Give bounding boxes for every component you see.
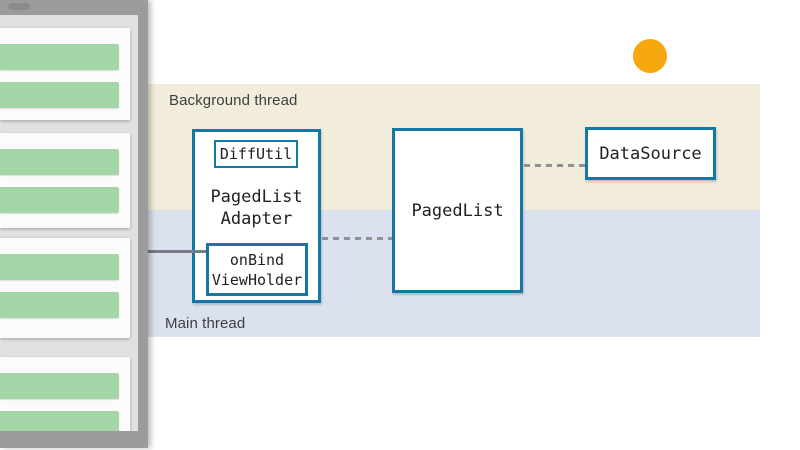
background-thread-label: Background thread (169, 92, 298, 109)
list-item-bar (0, 254, 119, 280)
orange-dot (633, 39, 667, 73)
phone-to-adapter-connector (146, 250, 206, 253)
list-item-bar (0, 44, 119, 70)
paged-list-adapter-title: PagedList Adapter (195, 186, 318, 230)
phone-screen (0, 15, 138, 431)
adapter-to-pagedlist-dashed-connector (322, 237, 392, 240)
data-source-label: DataSource (599, 143, 702, 164)
diff-util-box: DiffUtil (214, 140, 298, 168)
phone-speaker-icon (8, 3, 30, 10)
paged-list-adapter-title-line2: Adapter (220, 209, 293, 229)
on-bind-label-line2: ViewHolder (211, 270, 303, 289)
phone-mockup (0, 0, 148, 448)
on-bind-view-holder-box: onBind ViewHolder (206, 243, 308, 296)
list-item-bar (0, 82, 119, 108)
paged-list-box: PagedList (392, 128, 523, 293)
list-item-bar (0, 411, 119, 431)
paged-list-adapter-box: DiffUtil PagedList Adapter onBind ViewHo… (192, 129, 321, 303)
diff-util-label: DiffUtil (219, 145, 293, 163)
phone-card (0, 28, 130, 120)
data-source-box: DataSource (585, 127, 716, 180)
phone-card (0, 238, 130, 338)
list-item-bar (0, 149, 119, 175)
pagedlist-to-datasource-dashed-connector (524, 164, 585, 167)
phone-card (0, 133, 130, 228)
paged-list-label: PagedList (411, 200, 504, 221)
on-bind-label-line1: onBind (229, 250, 285, 269)
list-item-bar (0, 187, 119, 213)
phone-card (0, 357, 130, 431)
list-item-bar (0, 292, 119, 318)
main-thread-label: Main thread (165, 315, 246, 332)
paged-list-adapter-title-line1: PagedList (210, 187, 303, 207)
list-item-bar (0, 373, 119, 399)
